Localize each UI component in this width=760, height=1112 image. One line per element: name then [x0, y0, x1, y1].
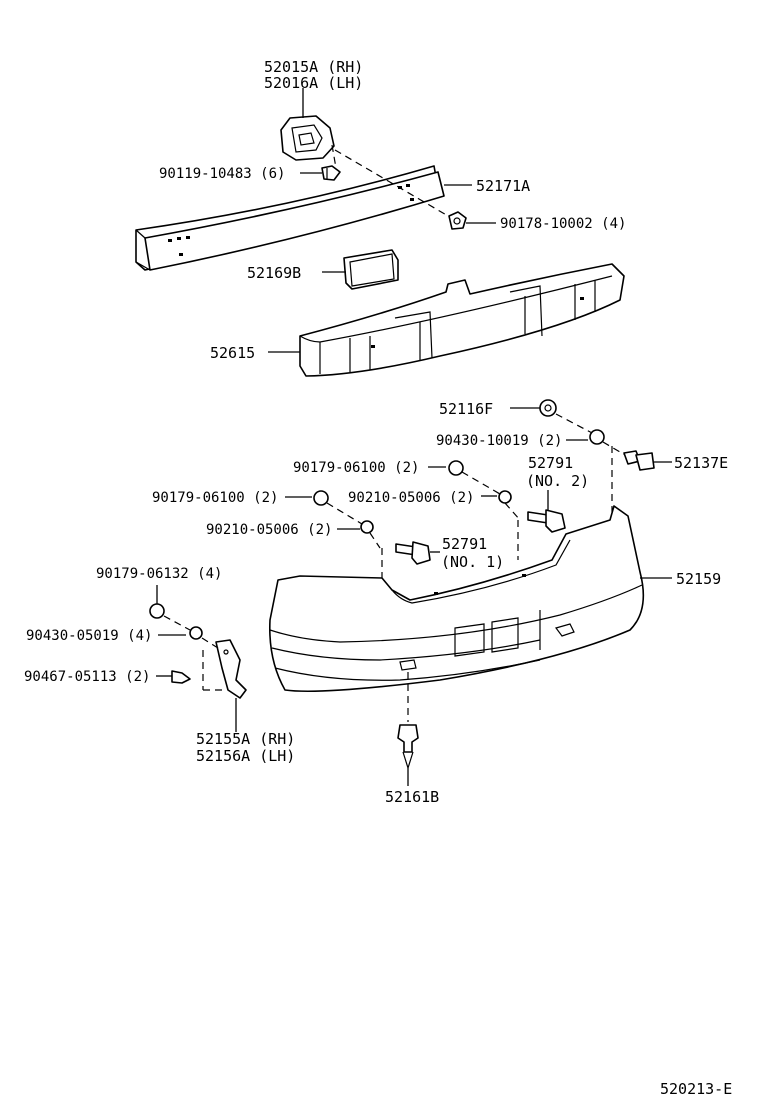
- energy-absorber-drawing: [268, 263, 625, 377]
- label-reinforcement-ext-rh: 52015A (RH): [264, 58, 363, 76]
- side-bracket-drawing: [149, 585, 247, 732]
- bolt-90119-drawing: [300, 144, 341, 181]
- label-washer-90430-10019: 90430-10019 (2): [436, 433, 562, 449]
- label-clip-52161b: 52161B: [385, 788, 439, 806]
- label-support-no1-note: (NO. 1): [441, 553, 504, 571]
- label-screw-90467: 90467-05113 (2): [24, 669, 150, 685]
- label-pad: 52169B: [247, 264, 301, 282]
- label-bolt-90119: 90119-10483 (6): [159, 166, 285, 182]
- label-nut-90179-06100-b: 90179-06100 (2): [152, 490, 278, 506]
- support-no1-drawing: [395, 541, 440, 565]
- label-clip-52137e: 52137E: [674, 454, 728, 472]
- label-bracket-rh: 52155A (RH): [196, 730, 295, 748]
- label-washer-90210-a: 90210-05006 (2): [348, 490, 474, 506]
- label-support-no2-note: (NO. 2): [526, 472, 589, 490]
- pad-52169b-drawing: [322, 249, 399, 290]
- retainer-washer-drawing: [510, 399, 626, 512]
- label-support-no1-code: 52791: [442, 535, 487, 553]
- label-nut-90179-06100-a: 90179-06100 (2): [293, 460, 419, 476]
- clip-52161b-drawing: [397, 672, 419, 786]
- support-no2-drawing: [517, 490, 566, 560]
- label-reinforcement: 52171A: [476, 177, 530, 195]
- label-retainer-52116f: 52116F: [439, 400, 493, 418]
- clip-52137e-drawing: [623, 450, 672, 471]
- reinforcement-beam-drawing: [135, 149, 472, 271]
- label-reinforcement-ext-lh: 52016A (LH): [264, 74, 363, 92]
- label-nut-90179-06132: 90179-06132 (4): [96, 566, 222, 582]
- label-energy-absorber: 52615: [210, 344, 255, 362]
- label-support-no2-code: 52791: [528, 454, 573, 472]
- fastener-cluster-drawing: [285, 460, 521, 578]
- label-bumper-cover: 52159: [676, 570, 721, 588]
- figure-code: 520213-E: [660, 1080, 732, 1098]
- bumper-cover-drawing: [268, 505, 672, 693]
- nut-90178-drawing: [448, 211, 496, 230]
- label-washer-90430-05019: 90430-05019 (4): [26, 628, 152, 644]
- label-washer-90210-b: 90210-05006 (2): [206, 522, 332, 538]
- label-bracket-lh: 52156A (LH): [196, 747, 295, 765]
- label-nut-90178: 90178-10002 (4): [500, 216, 626, 232]
- reinforcement-extension-drawing: [280, 88, 335, 161]
